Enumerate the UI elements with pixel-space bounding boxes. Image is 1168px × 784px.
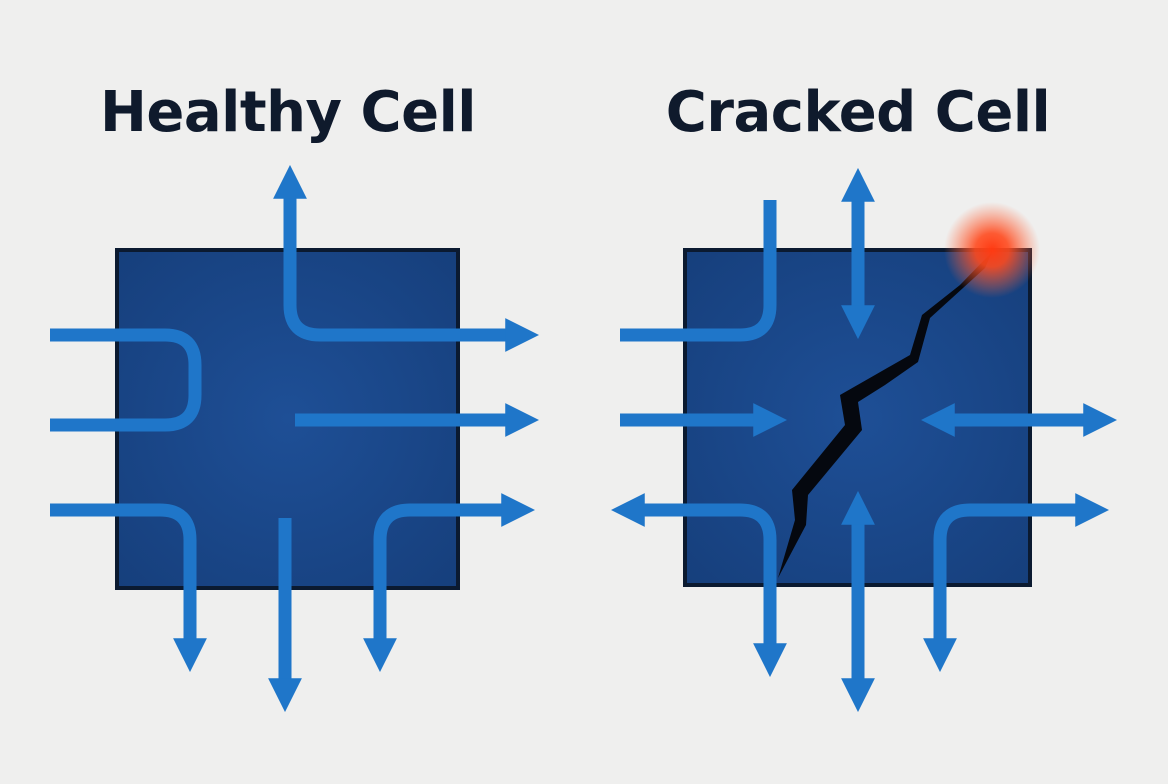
current-arrow (610, 493, 787, 678)
healthy-cell-title: Healthy Cell (100, 80, 476, 145)
cracked-cell (610, 167, 1118, 713)
hotspot (944, 202, 1040, 298)
current-arrow (923, 493, 1110, 673)
current-arrow (273, 164, 540, 352)
current-arrow (363, 493, 536, 673)
healthy-cell (50, 164, 540, 713)
cracked-cell-title: Cracked Cell (665, 80, 1051, 145)
current-loop (50, 328, 202, 432)
current-arrow (620, 200, 777, 342)
current-arrow (50, 503, 207, 673)
